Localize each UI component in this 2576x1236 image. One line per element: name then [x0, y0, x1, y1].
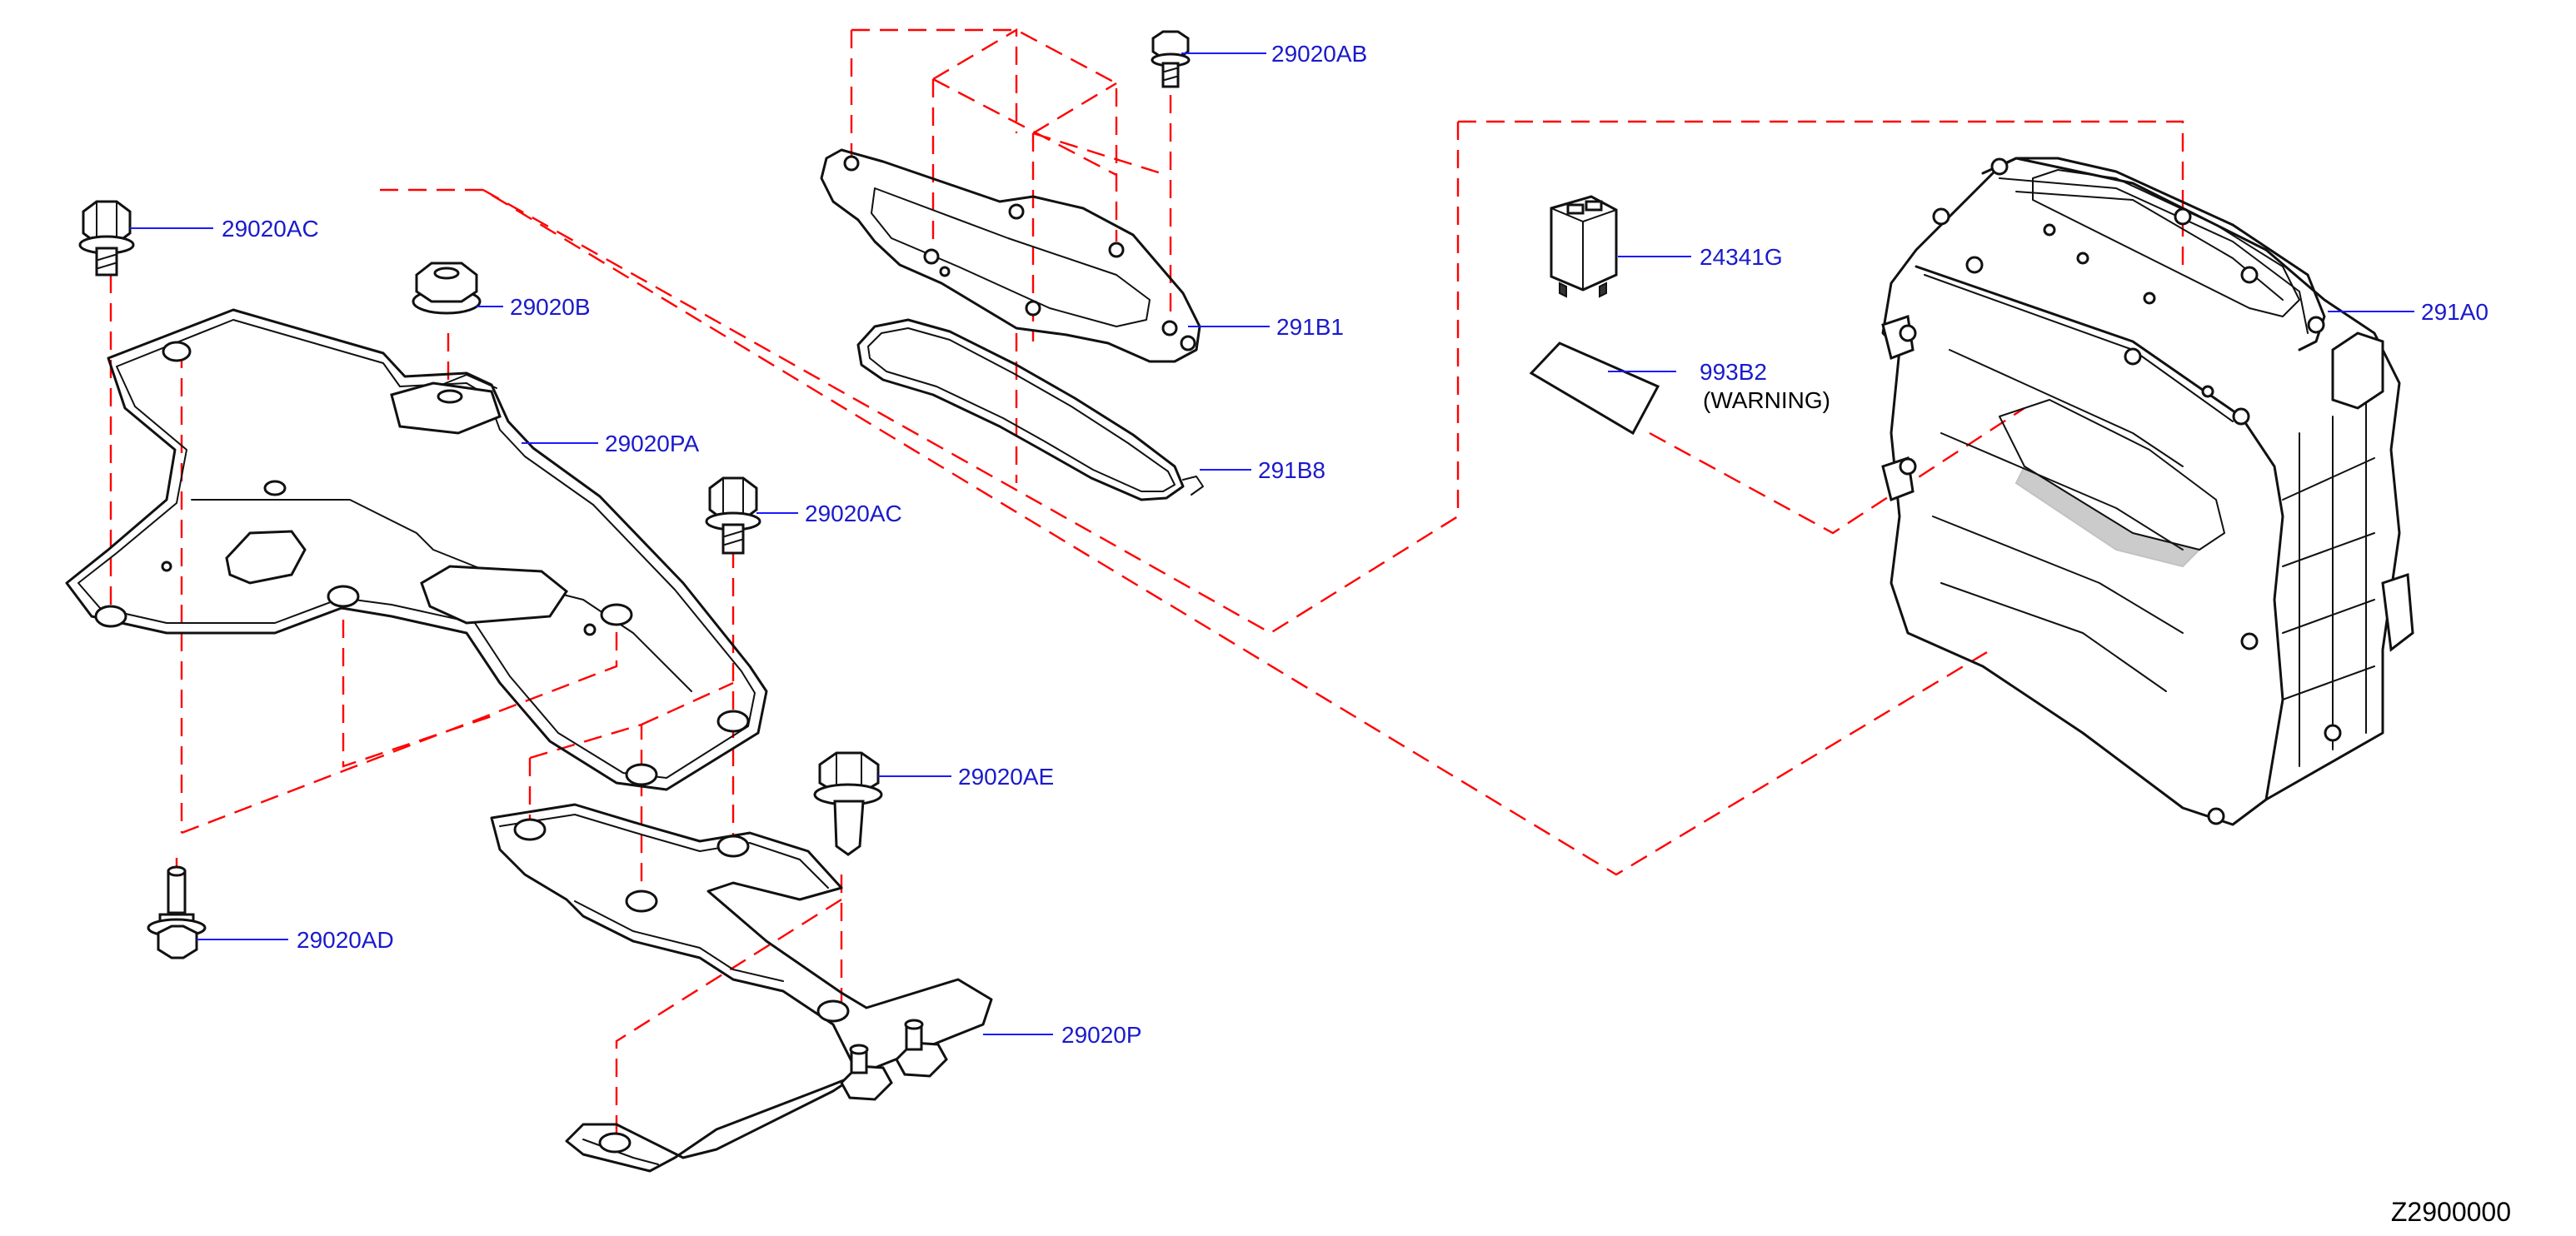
callout-29020AD: 29020AD — [297, 927, 394, 953]
inverter-assembly-291A0 — [1881, 157, 2414, 826]
diagram-code: Z2900000 — [2391, 1197, 2511, 1227]
callout-993B2: 993B2 — [1700, 359, 1767, 385]
callout-29020AE: 29020AE — [958, 764, 1054, 790]
bolt-29020AE — [813, 751, 883, 856]
gasket-291B8 — [856, 318, 1204, 501]
bolt-29020AD — [147, 865, 207, 959]
callout-29020P: 29020P — [1061, 1022, 1142, 1048]
bracket-plate-29020PA — [65, 308, 768, 791]
nut-clip — [895, 1019, 948, 1078]
bolt-29020AC-mid — [705, 476, 761, 555]
warning-label-993B2 — [1529, 341, 1660, 436]
nut-clip — [840, 1044, 893, 1101]
callout-291A0: 291A0 — [2421, 299, 2489, 325]
callout-24341G: 24341G — [1700, 244, 1783, 270]
callout-29020PA: 29020PA — [605, 431, 699, 456]
gasket-291B1 — [820, 148, 1201, 363]
assembly-guide-lines — [109, 27, 2184, 1141]
callout-993B2-note: (WARNING) — [1703, 387, 1830, 413]
callout-29020AC-mid: 29020AC — [805, 501, 902, 526]
bracket-plate-29020P — [490, 803, 993, 1173]
callout-labels: 29020AB 29020AC 29020B 29020PA 29020AC 2… — [222, 41, 2489, 1048]
nut-29020B — [412, 262, 482, 315]
callout-29020AC-top: 29020AC — [222, 216, 319, 242]
callout-291B1: 291B1 — [1276, 314, 1344, 340]
bolt-29020AC-top — [78, 200, 135, 277]
relay-24341G — [1550, 195, 1618, 298]
callout-29020AB: 29020AB — [1271, 41, 1367, 67]
bolt-29020AB — [1151, 30, 1191, 88]
callout-291B8: 291B8 — [1258, 457, 1325, 483]
callout-leader-lines — [130, 52, 2414, 1035]
callout-29020B: 29020B — [510, 294, 591, 320]
